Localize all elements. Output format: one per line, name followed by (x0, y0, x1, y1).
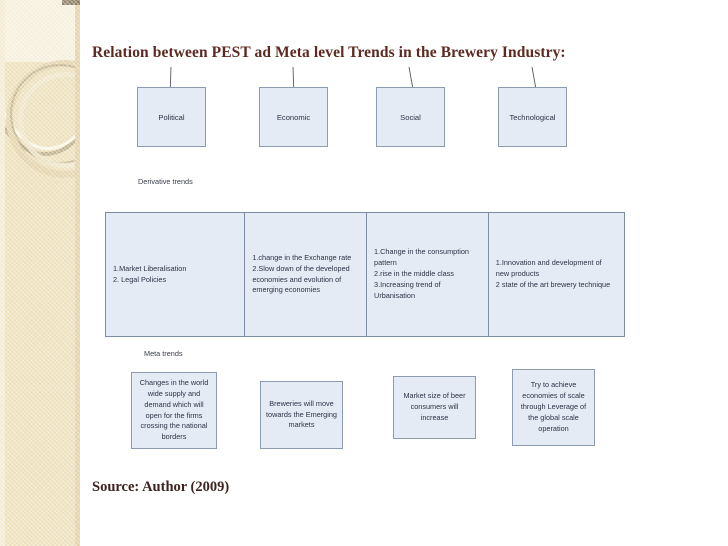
derivative-trends-label: Derivative trends (138, 177, 193, 186)
derivative-cell-text: 1.Innovation and development of new prod… (495, 258, 611, 289)
pest-box-political[interactable]: Political (137, 87, 206, 147)
pest-box-economic[interactable]: Economic (259, 87, 328, 147)
meta-trends-label: Meta trends (144, 349, 183, 358)
slide-content: Relation between PEST ad Meta level Tren… (80, 0, 728, 546)
pest-box-technological[interactable]: Technological (498, 87, 567, 147)
meta-box-technological[interactable]: Try to achieve economies of scale throug… (512, 369, 595, 446)
derivative-cell-technological[interactable]: 1.Innovation and development of new prod… (489, 213, 624, 336)
band-right-edge (75, 0, 80, 546)
pest-meta-diagram: Political Economic Social Technological … (80, 0, 728, 546)
meta-box-economic[interactable]: Breweries will move towards the Emerging… (260, 381, 343, 449)
band-left-edge (0, 0, 5, 546)
page-title: Relation between PEST ad Meta level Tren… (92, 44, 566, 61)
meta-box-social[interactable]: Market size of beer consumers will incre… (393, 376, 476, 439)
decorative-side-band (0, 0, 80, 546)
meta-box-political[interactable]: Changes in the world wide supply and dem… (131, 372, 217, 449)
pest-box-social[interactable]: Social (376, 87, 445, 147)
source-caption: Source: Author (2009) (92, 479, 230, 495)
band-top-accent (62, 0, 80, 5)
